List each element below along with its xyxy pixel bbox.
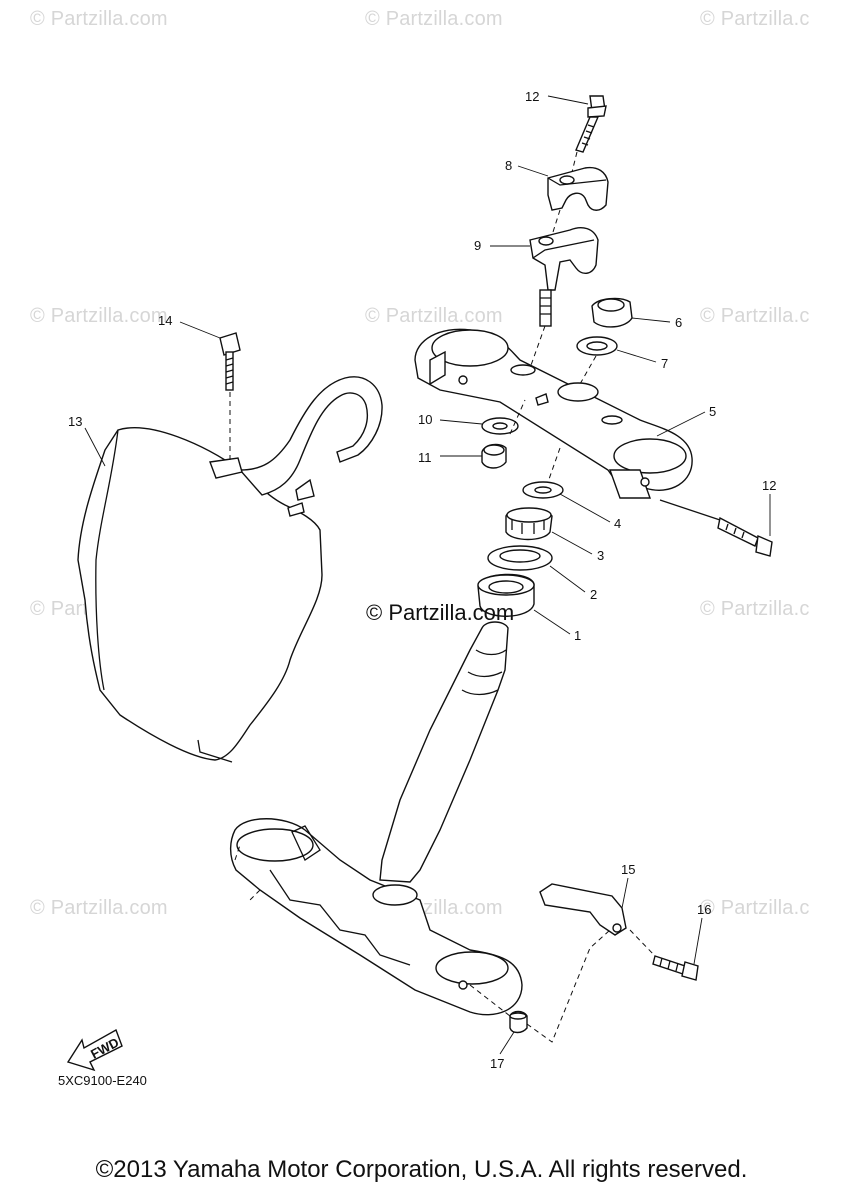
washer-7[interactable] xyxy=(576,336,618,356)
steering-stem[interactable] xyxy=(379,621,509,883)
watermark: © Partzilla.com xyxy=(30,8,168,30)
watermark: © Partzilla.com xyxy=(30,305,168,327)
collar-17[interactable] xyxy=(509,1010,528,1034)
copyright-notice: ©2013 Yamaha Motor Corporation, U.S.A. A… xyxy=(95,1156,748,1183)
callout-17: 17 xyxy=(490,1056,504,1071)
diagram-code: 5XC9100-E240 xyxy=(58,1073,147,1088)
bolt-16[interactable] xyxy=(652,955,699,981)
lower-bracket[interactable] xyxy=(229,818,523,1016)
callout-1: 1 xyxy=(574,628,581,643)
callout-11: 11 xyxy=(418,450,432,465)
washer-10[interactable] xyxy=(481,417,519,435)
callout-9: 9 xyxy=(474,238,481,253)
callout-3: 3 xyxy=(597,548,604,563)
center-watermark: © Partzilla.com xyxy=(366,600,515,625)
nut-11[interactable] xyxy=(481,443,507,469)
handlebar-holder-lower[interactable] xyxy=(529,227,599,327)
bolt-12-top[interactable] xyxy=(575,95,607,153)
callout-7: 7 xyxy=(661,356,668,371)
forward-arrow-icon: FWD xyxy=(66,1028,123,1072)
fwd-label: FWD xyxy=(88,1035,121,1062)
ring-nut-3[interactable] xyxy=(505,507,553,541)
callout-8: 8 xyxy=(505,158,512,173)
washer-4[interactable] xyxy=(522,481,564,499)
seal-2[interactable] xyxy=(487,545,553,571)
number-plate[interactable] xyxy=(77,376,383,763)
bolt-12-right[interactable] xyxy=(659,499,773,557)
watermark: © Partzilla.com xyxy=(30,897,168,919)
callout-16: 16 xyxy=(697,902,711,917)
callout-6: 6 xyxy=(675,315,682,330)
callout-2: 2 xyxy=(590,587,597,602)
callout-12: 12 xyxy=(762,478,776,493)
callout-10: 10 xyxy=(418,412,432,427)
bracket-15[interactable] xyxy=(539,883,627,936)
bolt-14[interactable] xyxy=(219,332,241,391)
callout-12: 12 xyxy=(525,89,539,104)
watermark: © Partzilla.c xyxy=(700,8,810,30)
handlebar-clamp-upper[interactable] xyxy=(547,166,609,211)
watermark: © Partzilla.c xyxy=(700,598,810,620)
nut-6[interactable] xyxy=(591,297,633,328)
watermark: © Partzilla.c xyxy=(700,897,810,919)
watermark: © Partzilla.com xyxy=(365,305,503,327)
callout-4: 4 xyxy=(614,516,621,531)
watermark: © Partzilla.c xyxy=(700,305,810,327)
callout-15: 15 xyxy=(621,862,635,877)
bearing-1[interactable] xyxy=(477,573,535,617)
callout-14: 14 xyxy=(158,313,172,328)
callout-13: 13 xyxy=(68,414,82,429)
upper-bracket[interactable] xyxy=(414,328,693,499)
watermark: © Partzilla.com xyxy=(365,8,503,30)
callout-5: 5 xyxy=(709,404,716,419)
